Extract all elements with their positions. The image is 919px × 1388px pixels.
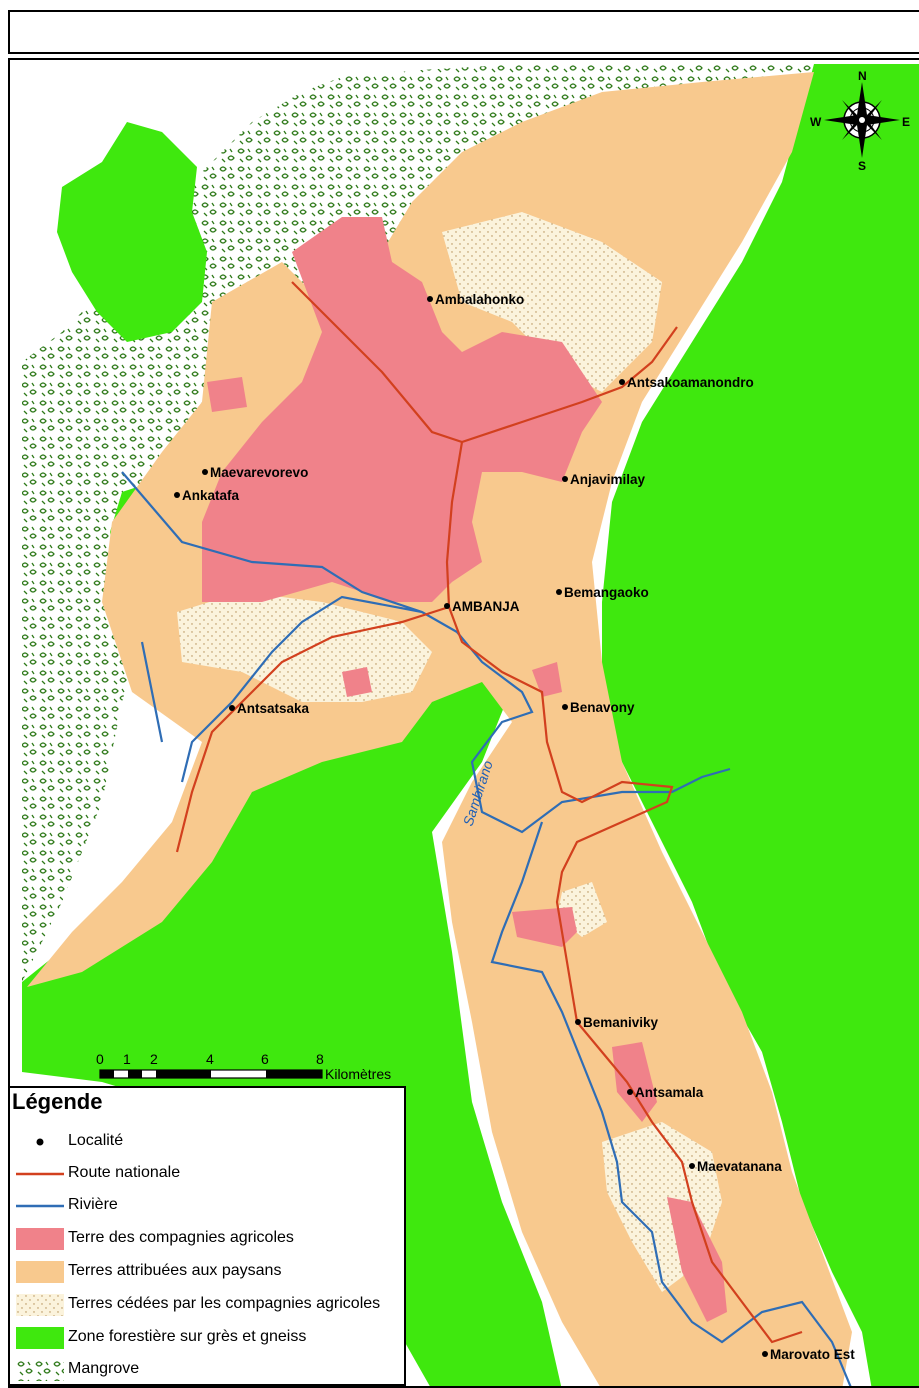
place-dot: [762, 1351, 768, 1357]
place-bemangaoko[interactable]: Bemangaoko: [556, 585, 649, 600]
place-ambalahonko[interactable]: Ambalahonko: [427, 292, 524, 307]
compass-w: W: [810, 115, 822, 129]
mangrove-swatch: [16, 1359, 64, 1381]
route-nationale: [175, 281, 803, 1344]
legend-title: Légende: [12, 1089, 103, 1114]
legend-label: Mangrove: [68, 1360, 140, 1377]
place-maevatanana[interactable]: Maevatanana: [689, 1159, 782, 1174]
company-land-6: [667, 1197, 727, 1322]
scale-tick: 0: [96, 1051, 104, 1067]
place-label: Bemaniviky: [583, 1015, 659, 1030]
scale-tick: 4: [206, 1051, 214, 1067]
place-maevarevorevo[interactable]: Maevarevorevo: [202, 465, 308, 480]
place-antsamala[interactable]: Antsamala: [627, 1085, 704, 1100]
river-line-icon: [16, 1204, 64, 1208]
peasant-land-swatch: [16, 1261, 64, 1283]
place-ambanja[interactable]: AMBANJA: [444, 599, 520, 614]
legend-label: Terres cédées par les compagnies agricol…: [68, 1295, 381, 1312]
scale-tick: 6: [261, 1051, 269, 1067]
place-label: Antsamala: [635, 1085, 704, 1100]
legend-item-riviere: Rivière: [10, 1192, 406, 1220]
scale-unit: Kilomètres: [325, 1066, 391, 1082]
place-dot: [229, 705, 235, 711]
legend-label: Terre des compagnies agricoles: [68, 1229, 294, 1246]
place-label: Antsatsaka: [237, 701, 310, 716]
ceded-land-swatch: [16, 1294, 64, 1316]
place-label: AMBANJA: [452, 599, 520, 614]
company-land-swatch: [16, 1228, 64, 1250]
legend-label: Route nationale: [68, 1164, 181, 1181]
scale-tick: 8: [316, 1051, 324, 1067]
legend-label: Rivière: [68, 1196, 118, 1213]
legend-panel: Légende Localité Route nationale Rivière…: [8, 1086, 406, 1386]
place-dot: [689, 1163, 695, 1169]
legend-item-forest: Zone forestière sur grès et gneiss: [10, 1324, 406, 1352]
scale-tick: 2: [150, 1051, 158, 1067]
legend-item-ceded: Terres cédées par les compagnies agricol…: [10, 1291, 406, 1319]
place-benavony[interactable]: Benavony: [562, 700, 635, 715]
place-dot: [444, 603, 450, 609]
ceded-land: [442, 212, 662, 392]
place-anjavimilay[interactable]: Anjavimilay: [562, 472, 646, 487]
legend-item-route: Route nationale: [10, 1160, 406, 1188]
map-title-box: [8, 10, 919, 54]
place-dot: [562, 476, 568, 482]
place-dot: [627, 1089, 633, 1095]
place-ankatafa[interactable]: Ankatafa: [174, 488, 240, 503]
place-label: Bemangaoko: [564, 585, 649, 600]
legend-item-company: Terre des compagnies agricoles: [10, 1225, 406, 1253]
place-label: Ambalahonko: [435, 292, 524, 307]
legend-item-localite: Localité: [10, 1128, 406, 1156]
forest-south: [22, 622, 562, 1386]
place-dot: [202, 469, 208, 475]
legend-label: Terres attribuées aux paysans: [68, 1262, 282, 1279]
legend-item-peasant: Terres attribuées aux paysans: [10, 1258, 406, 1286]
map-canvas[interactable]: Sambirano Ambalahonko Antsakoamanondro M…: [10, 60, 919, 1388]
company-land-2: [207, 377, 247, 412]
place-label: Marovato Est: [770, 1347, 855, 1362]
scale-bar: 0 1 2 4 6 8 Kilomètres: [96, 1051, 391, 1082]
place-dot: [556, 589, 562, 595]
scale-tick: 1: [123, 1051, 131, 1067]
place-label: Maevarevorevo: [210, 465, 308, 480]
legend-item-mangrove: Mangrove: [10, 1356, 406, 1384]
compass-e: E: [902, 115, 910, 129]
compass-s: S: [858, 159, 866, 173]
road-line-icon: [16, 1172, 64, 1176]
place-antsakoamanondro[interactable]: Antsakoamanondro: [619, 375, 754, 390]
company-land-4: [512, 907, 577, 947]
place-antsatsaka[interactable]: Antsatsaka: [229, 701, 310, 716]
mangrove-zone: [22, 64, 814, 982]
compass-n: N: [858, 69, 867, 83]
legend-label: Localité: [68, 1132, 124, 1149]
place-dot: [575, 1019, 581, 1025]
map-frame: Sambirano Ambalahonko Antsakoamanondro M…: [8, 58, 919, 1388]
company-land: [202, 217, 602, 602]
place-bemaniviky[interactable]: Bemaniviky: [575, 1015, 659, 1030]
place-label: Antsakoamanondro: [627, 375, 754, 390]
company-land-5: [612, 1042, 657, 1122]
forest-east: [602, 64, 919, 1386]
compass-rose-icon: [824, 82, 900, 158]
place-label: Maevatanana: [697, 1159, 782, 1174]
forest-swatch: [16, 1327, 64, 1349]
place-label: Anjavimilay: [570, 472, 646, 487]
place-dot: [174, 492, 180, 498]
legend-label: Zone forestière sur grès et gneiss: [68, 1328, 307, 1345]
river-sambirano: [121, 471, 852, 1386]
place-marovato-est[interactable]: Marovato Est: [762, 1347, 855, 1362]
place-label: Ankatafa: [182, 488, 240, 503]
company-land-7: [532, 662, 562, 697]
place-dot: [562, 704, 568, 710]
forest-island: [57, 122, 207, 342]
company-land-3: [342, 667, 372, 697]
point-icon: [36, 1138, 44, 1146]
place-dot: [427, 296, 433, 302]
place-dot: [619, 379, 625, 385]
place-label: Benavony: [570, 700, 635, 715]
